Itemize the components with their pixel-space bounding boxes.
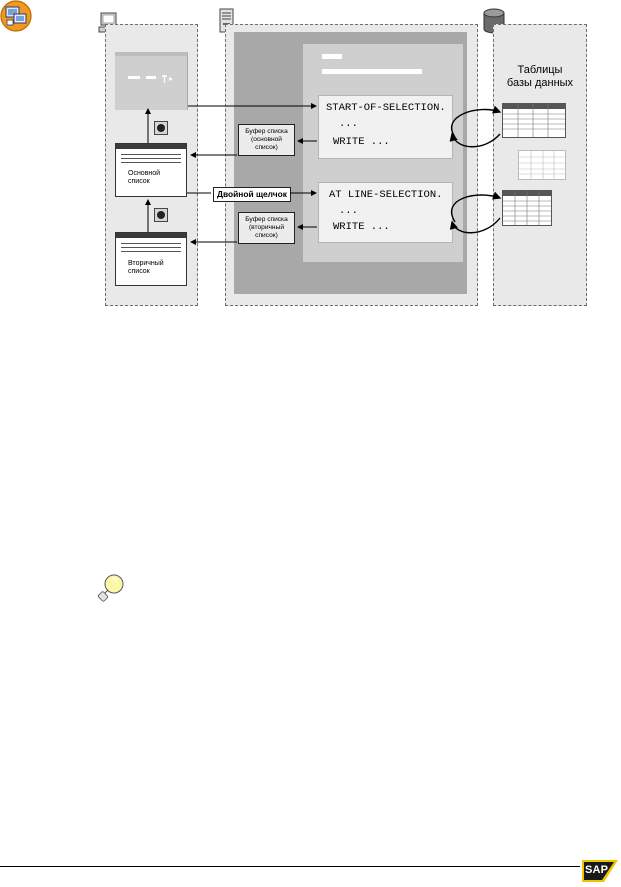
primary-list-label-2: список — [128, 178, 150, 185]
execute-icon[interactable] — [161, 71, 173, 83]
secondary-list-label-1: Вторичный — [128, 260, 164, 267]
program-header-bar-1 — [322, 54, 342, 59]
code-block-at-line-selection: AT LINE-SELECTION. ... WRITE ... — [318, 182, 453, 243]
primary-list-window: Основной список — [115, 143, 187, 197]
db-table-3 — [502, 190, 552, 226]
sap-logo: SAP — [582, 860, 618, 882]
code-line-ellipsis-1: ... — [339, 118, 358, 130]
buffer-secondary-line-1: Буфер списка — [245, 216, 288, 223]
primary-list-label-1: Основной — [128, 170, 161, 177]
code-block-start-of-selection: START-OF-SELECTION. ... WRITE ... — [318, 95, 453, 159]
db-tables-label: Таблицы базы данных — [497, 64, 583, 90]
buffer-primary-line-1: Буфер списка — [245, 128, 288, 135]
selection-field-1 — [128, 76, 140, 79]
list-buffer-secondary: Буфер списка (вторичный список) — [238, 212, 295, 244]
lightbulb-icon — [96, 572, 126, 604]
buffer-primary-line-2: (основной — [251, 136, 282, 143]
db-tables-label-line-2: базы данных — [506, 77, 574, 89]
back-button-icon-2[interactable] — [154, 208, 168, 222]
double-click-label: Двойной щелчок — [213, 187, 291, 202]
code-line-write-2: WRITE ... — [333, 221, 390, 233]
list-buffer-primary: Буфер списка (основной список) — [238, 124, 295, 156]
computer-unit-icon — [0, 0, 32, 32]
db-tables-label-line-1: Таблицы — [517, 64, 563, 76]
selection-screen-window — [115, 52, 188, 110]
secondary-list-window: Вторичный список — [115, 232, 187, 286]
db-table-2 — [518, 150, 566, 180]
buffer-secondary-line-3: список) — [255, 232, 278, 239]
code-line-ellipsis-2: ... — [339, 205, 358, 217]
buffer-secondary-line-2: (вторичный — [248, 224, 285, 231]
secondary-list-label-2: список — [128, 268, 150, 275]
back-button-icon-1[interactable] — [154, 121, 168, 135]
sap-logo-text: SAP — [585, 864, 609, 876]
code-line-write-1: WRITE ... — [333, 136, 390, 148]
program-header-bar-2 — [322, 69, 422, 74]
footer-divider — [0, 866, 580, 867]
buffer-primary-line-3: список) — [255, 144, 278, 151]
db-table-1 — [502, 103, 566, 138]
code-line-at-line-selection: AT LINE-SELECTION. — [329, 189, 443, 201]
selection-field-2 — [146, 76, 156, 79]
code-line-start-of-selection: START-OF-SELECTION. — [326, 102, 446, 114]
